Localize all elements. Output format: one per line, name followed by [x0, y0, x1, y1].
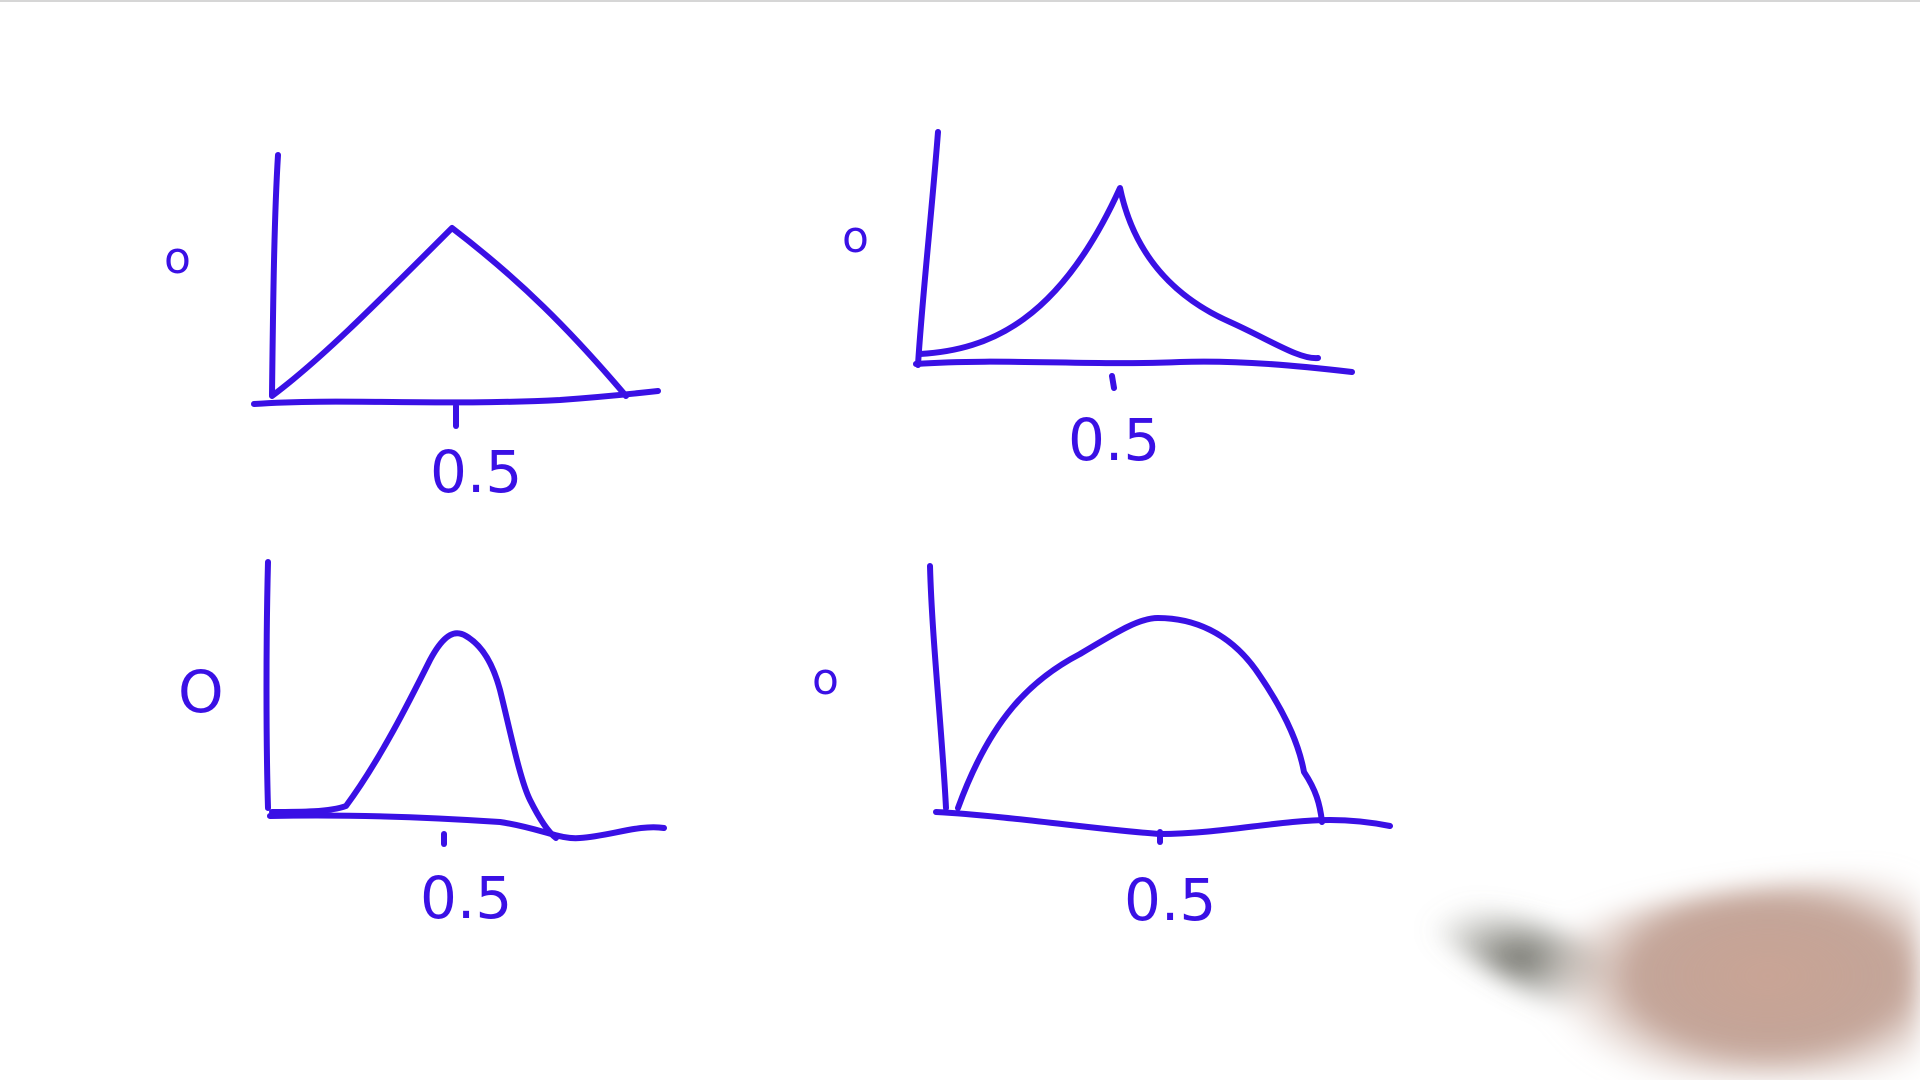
x-axis: [251, 388, 661, 407]
answer-mark: o: [842, 212, 869, 263]
tick-label: 0.5: [1068, 406, 1160, 474]
x-axis: [913, 358, 1355, 375]
y-axis: [915, 129, 941, 368]
top-divider: [0, 0, 1920, 2]
answer-mark: o: [164, 233, 191, 284]
x-axis: [267, 812, 667, 842]
distribution-curve: [269, 630, 559, 841]
sketch-triangle: 0.5 o: [164, 152, 661, 506]
y-axis: [263, 559, 271, 811]
y-axis: [269, 152, 281, 398]
tick-label: 0.5: [1124, 866, 1216, 934]
answer-mark: o: [812, 654, 839, 705]
sketch-narrow-bell: 0.5 O: [178, 559, 667, 932]
tick-label: 0.5: [420, 864, 512, 932]
y-axis: [927, 563, 949, 811]
distribution-curve: [269, 225, 629, 399]
sketch-wide-dome: 0.5 o: [812, 563, 1393, 934]
x-axis-tick: [1109, 373, 1117, 391]
x-axis: [933, 809, 1393, 837]
sketch-cusp: 0.5 o: [842, 129, 1355, 474]
answer-mark: O: [178, 658, 224, 726]
distribution-curve: [917, 185, 1321, 362]
presenter-hand: [1540, 872, 1920, 1080]
distribution-curve: [955, 615, 1325, 825]
presenter-hand-with-marker: [1430, 872, 1920, 1080]
tick-label: 0.5: [430, 438, 522, 506]
